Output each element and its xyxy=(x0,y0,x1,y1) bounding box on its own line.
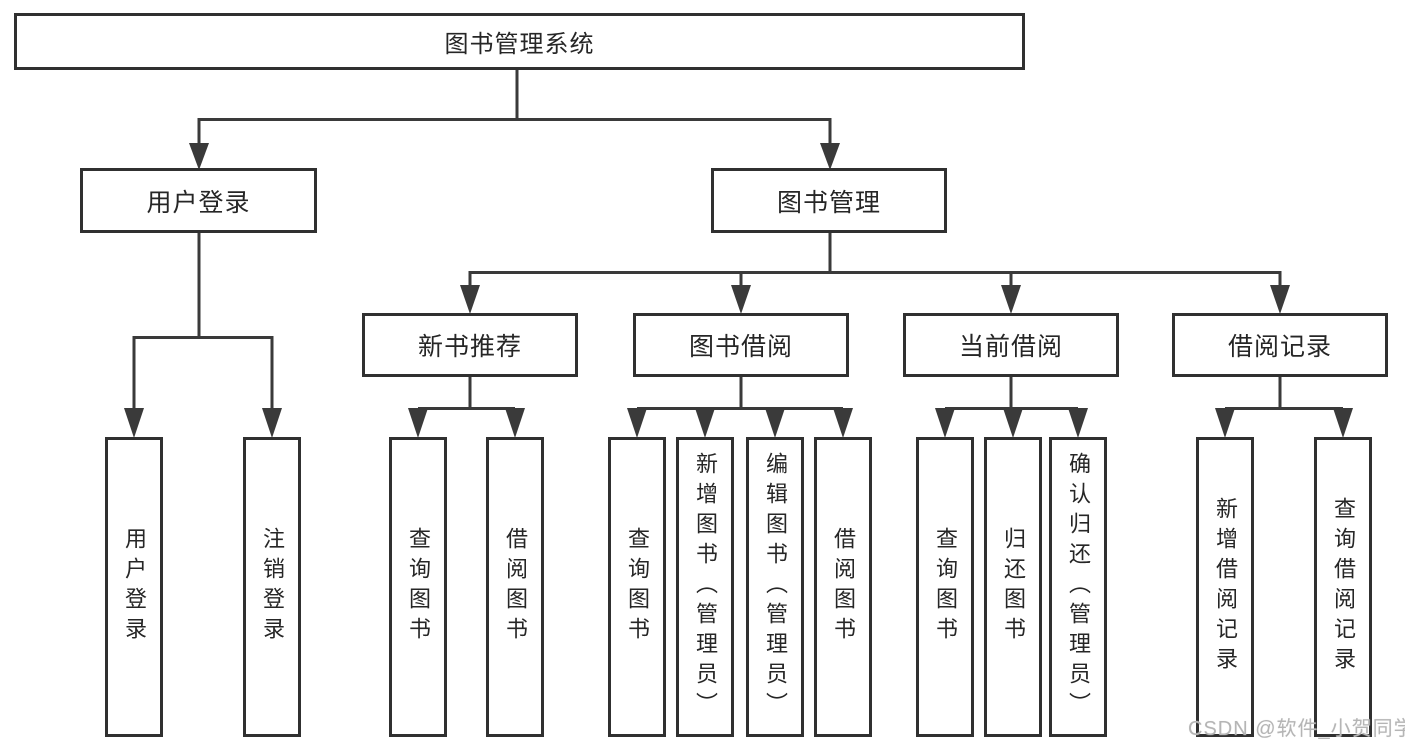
node-book-management-system: 图书管理系统 xyxy=(14,13,1025,70)
leaf-user-login: 用户登录 xyxy=(105,437,163,737)
node-borrow-records: 借阅记录 xyxy=(1172,313,1388,377)
connector-root-to-level2 xyxy=(189,70,840,170)
leaf-query-book-under-recommend: 查询图书 xyxy=(389,437,447,737)
node-user-login: 用户登录 xyxy=(80,168,317,233)
leaf-borrow-book-under-borrow: 借阅图书 xyxy=(814,437,872,737)
leaf-add-book-admin: 新增图书（管理员） xyxy=(676,437,734,737)
node-book-borrow: 图书借阅 xyxy=(633,313,849,377)
leaf-return-book: 归还图书 xyxy=(984,437,1042,737)
leaf-confirm-return-admin: 确认归还（管理员） xyxy=(1049,437,1107,737)
leaf-add-borrow-record: 新增借阅记录 xyxy=(1196,437,1254,737)
node-current-borrow: 当前借阅 xyxy=(903,313,1119,377)
node-book-management: 图书管理 xyxy=(711,168,947,233)
csdn-watermark: CSDN @软件_小贺同学 xyxy=(1188,718,1405,740)
leaf-query-borrow-record: 查询借阅记录 xyxy=(1314,437,1372,737)
leaf-query-book-under-current: 查询图书 xyxy=(916,437,974,737)
leaf-logout: 注销登录 xyxy=(243,437,301,737)
connector-borrowrecords-to-leaves xyxy=(1215,377,1353,438)
node-new-book-recommend: 新书推荐 xyxy=(362,313,578,377)
connector-bookmgmt-to-level3 xyxy=(460,233,1290,314)
connector-newbook-to-leaves xyxy=(408,377,525,438)
leaf-borrow-book-under-recommend: 借阅图书 xyxy=(486,437,544,737)
leaf-edit-book-admin: 编辑图书（管理员） xyxy=(746,437,804,737)
connector-bookborrow-to-leaves xyxy=(627,377,853,438)
connector-userlogin-to-leaves xyxy=(124,233,282,438)
connector-currentborrow-to-leaves xyxy=(935,377,1088,438)
leaf-query-book-under-borrow: 查询图书 xyxy=(608,437,666,737)
